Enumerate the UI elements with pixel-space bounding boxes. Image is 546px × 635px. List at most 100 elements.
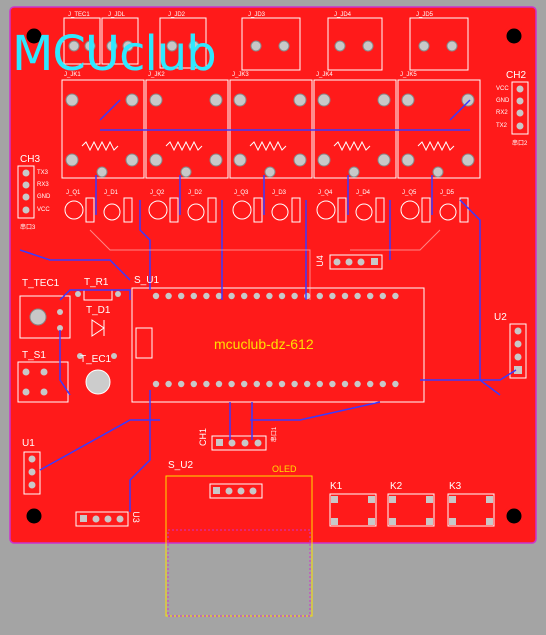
label-ch3-tx3: TX3	[37, 170, 49, 176]
mcu-pin	[379, 380, 386, 388]
label-q1: J_Q1	[66, 190, 81, 196]
mcu-pin	[228, 380, 235, 388]
label-d3: J_D3	[272, 190, 287, 196]
label-ch2-vcc: VCC	[496, 86, 509, 92]
mcu-pin	[152, 380, 160, 388]
driver-row-parts	[64, 197, 469, 223]
u2-header	[509, 323, 527, 379]
relay-coil-zigzag	[81, 140, 455, 152]
label-d2: J_D2	[188, 190, 203, 196]
mcu-pin	[203, 380, 210, 388]
relay-blocks	[61, 79, 481, 179]
mcu-pin	[241, 292, 248, 300]
label-ch1-caption: 串口1	[272, 426, 279, 443]
label-t-s1: T_S1	[22, 350, 46, 361]
label-jk4: J_JK4	[316, 72, 333, 78]
u4-header	[329, 254, 383, 270]
mcu-pin	[329, 380, 336, 388]
label-t-tec1: T_TEC1	[22, 278, 60, 289]
mcu-pin	[278, 292, 286, 300]
mcu-pin	[367, 292, 374, 300]
label-u3: U3	[130, 511, 141, 523]
mcu-pin	[190, 292, 197, 300]
label-k1: K1	[330, 481, 343, 492]
mcu-pin	[178, 380, 185, 388]
label-jk1: J_JK1	[64, 72, 81, 78]
label-u1: U1	[22, 438, 35, 449]
label-jd2: J_JD2	[168, 12, 186, 18]
label-jd3: J_JD3	[248, 12, 266, 18]
label-jd1: J_JDL	[108, 12, 126, 18]
mcu-pin	[291, 292, 298, 300]
ch1-header	[211, 435, 267, 451]
key-pads	[331, 496, 493, 525]
label-jd5: J_JD5	[416, 12, 434, 18]
label-ch3-rx3: RX3	[37, 182, 49, 188]
mcu-pins	[152, 292, 399, 388]
top-layer-traces	[19, 99, 517, 512]
label-t-r1: T_R1	[84, 277, 109, 288]
mcu-pin	[341, 292, 349, 300]
mcu-pin	[165, 292, 172, 300]
label-q5: J_Q5	[402, 190, 417, 196]
relay-pads	[65, 93, 475, 178]
mcu-pin	[190, 380, 197, 388]
mcu-pin	[228, 292, 235, 300]
mcu-pin	[178, 292, 185, 300]
label-oled: OLED	[272, 464, 297, 474]
mounting-hole	[503, 25, 525, 47]
mcu-pin	[354, 380, 361, 388]
label-ch1: CH1	[198, 427, 209, 447]
label-jd4: J_JD4	[334, 12, 352, 18]
logo-text: MCUclub	[12, 26, 217, 82]
mounting-holes	[23, 25, 525, 527]
mcu-pin	[266, 292, 273, 300]
label-ch3-vcc: VCC	[37, 207, 50, 213]
mcu-pin	[266, 380, 273, 388]
label-ch3: CH3	[20, 154, 41, 165]
mcu-pin	[253, 380, 260, 388]
label-t-ec1: T_EC1	[80, 354, 112, 365]
left-pads	[22, 291, 121, 489]
mcu-pin	[392, 380, 399, 388]
key-switches	[329, 493, 495, 527]
label-ch2-tx2: TX2	[496, 123, 508, 129]
label-k3: K3	[449, 481, 462, 492]
label-jk5: J_JK5	[400, 72, 417, 78]
label-k2: K2	[390, 481, 403, 492]
label-ch2-rx2: RX2	[496, 110, 508, 116]
mcu-model-label: mcuclub-dz-612	[214, 336, 314, 352]
label-s-u1: S_U1	[134, 275, 160, 286]
label-ch3-gnd: GND	[37, 194, 51, 200]
label-ch3-caption: 串口3	[20, 225, 36, 231]
mcu-pin	[291, 380, 298, 388]
mounting-hole	[23, 505, 45, 527]
label-ch2: CH2	[506, 70, 527, 81]
mcu-pin	[329, 292, 336, 300]
label-d5: J_D5	[440, 190, 455, 196]
label-jk2: J_JK2	[148, 72, 165, 78]
mcu-pin	[316, 380, 323, 388]
mcu-pin	[215, 292, 223, 300]
mcu-pin	[316, 292, 323, 300]
label-q4: J_Q4	[318, 190, 333, 196]
label-s-u2: S_U2	[168, 460, 194, 471]
mcu-pin	[392, 292, 399, 300]
mcu-pin	[278, 380, 286, 388]
label-ch2-gnd: GND	[496, 98, 510, 104]
label-d4: J_D4	[356, 190, 371, 196]
mcu-pin	[367, 380, 374, 388]
label-d1: J_D1	[104, 190, 119, 196]
mcu-pin	[304, 292, 311, 300]
mcu-pin	[379, 292, 386, 300]
oled-module	[165, 475, 313, 617]
mcu-pin	[165, 380, 172, 388]
mcu-pin	[215, 380, 223, 388]
mcu-pin	[241, 380, 248, 388]
left-components	[17, 289, 113, 495]
label-q2: J_Q2	[150, 190, 165, 196]
top-connectors	[63, 17, 469, 71]
mcu-pin	[253, 292, 260, 300]
mcu-pin	[354, 292, 361, 300]
